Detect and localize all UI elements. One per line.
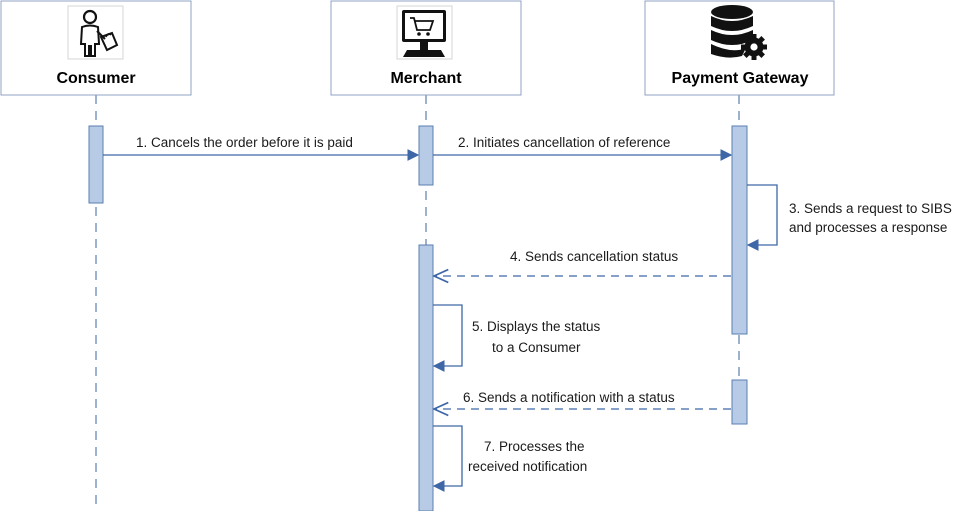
activation-merchant-1	[418, 125, 434, 186]
participant-merchant: Merchant	[330, 0, 522, 96]
message-label-5b: to a Consumer	[492, 340, 581, 355]
lifelines	[95, 95, 740, 511]
message-label-3b: and processes a response	[789, 220, 947, 235]
participant-consumer: Consumer	[0, 0, 192, 96]
message-arrow-3	[746, 184, 778, 251]
message-arrow-7	[432, 425, 463, 492]
message-label-7b: received notification	[468, 459, 587, 474]
participant-label-gateway: Payment Gateway	[672, 70, 809, 87]
message-label-5a: 5. Displays the status	[472, 319, 601, 334]
message-label-1: 1. Cancels the order before it is paid	[136, 135, 353, 150]
activations	[88, 125, 748, 511]
message-label-2: 2. Initiates cancellation of reference	[458, 135, 670, 150]
activation-gateway-1	[731, 125, 748, 335]
participant-label-merchant: Merchant	[390, 70, 462, 87]
activation-merchant-2	[418, 244, 434, 511]
message-label-4: 4. Sends cancellation status	[510, 249, 678, 264]
message-label-7a: 7. Processes the	[484, 439, 585, 454]
messages: 1. Cancels the order before it is paid 2…	[103, 135, 952, 492]
person-shopping-icon	[67, 5, 124, 60]
participant-gateway: Payment Gateway	[644, 0, 835, 96]
participant-label-consumer: Consumer	[56, 70, 135, 87]
activation-consumer	[88, 125, 104, 204]
message-label-3a: 3. Sends a request to SIBS	[789, 201, 952, 216]
database-gear-icon	[711, 5, 767, 60]
message-arrow-5	[432, 304, 463, 372]
monitor-cart-icon	[396, 5, 453, 60]
activation-gateway-2	[731, 379, 748, 425]
message-label-6: 6. Sends a notification with a status	[463, 390, 675, 405]
